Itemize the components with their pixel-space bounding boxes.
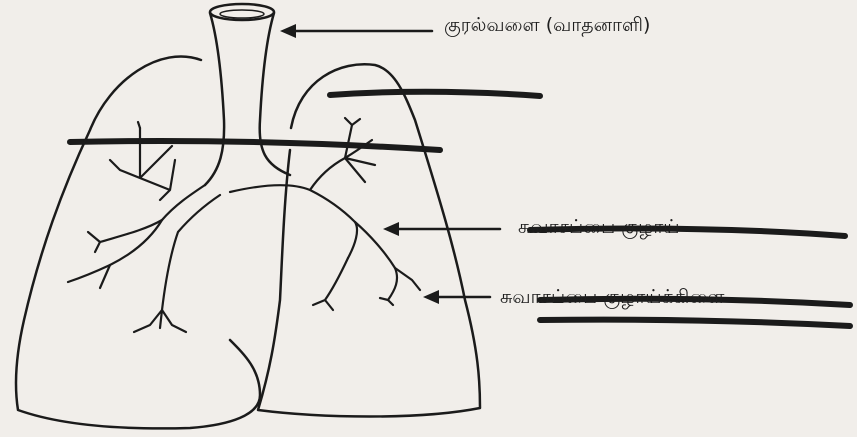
- left-bronchial-tree: [68, 122, 220, 332]
- trachea-label: குரல்வளை (வாதனாளி): [444, 16, 650, 35]
- trachea: [205, 4, 290, 185]
- bronchus-label: சுவாசப்பை குழாய்: [518, 218, 680, 237]
- background-bleed: [70, 92, 850, 326]
- right-lung-outline: [258, 64, 480, 416]
- bronchiole-label: சுவாசப்பை குழாய்க்கிளை: [500, 288, 724, 307]
- trachea-arrow: [280, 24, 432, 38]
- bronchiole-arrow: [423, 290, 490, 304]
- bronchus-arrow: [383, 222, 500, 236]
